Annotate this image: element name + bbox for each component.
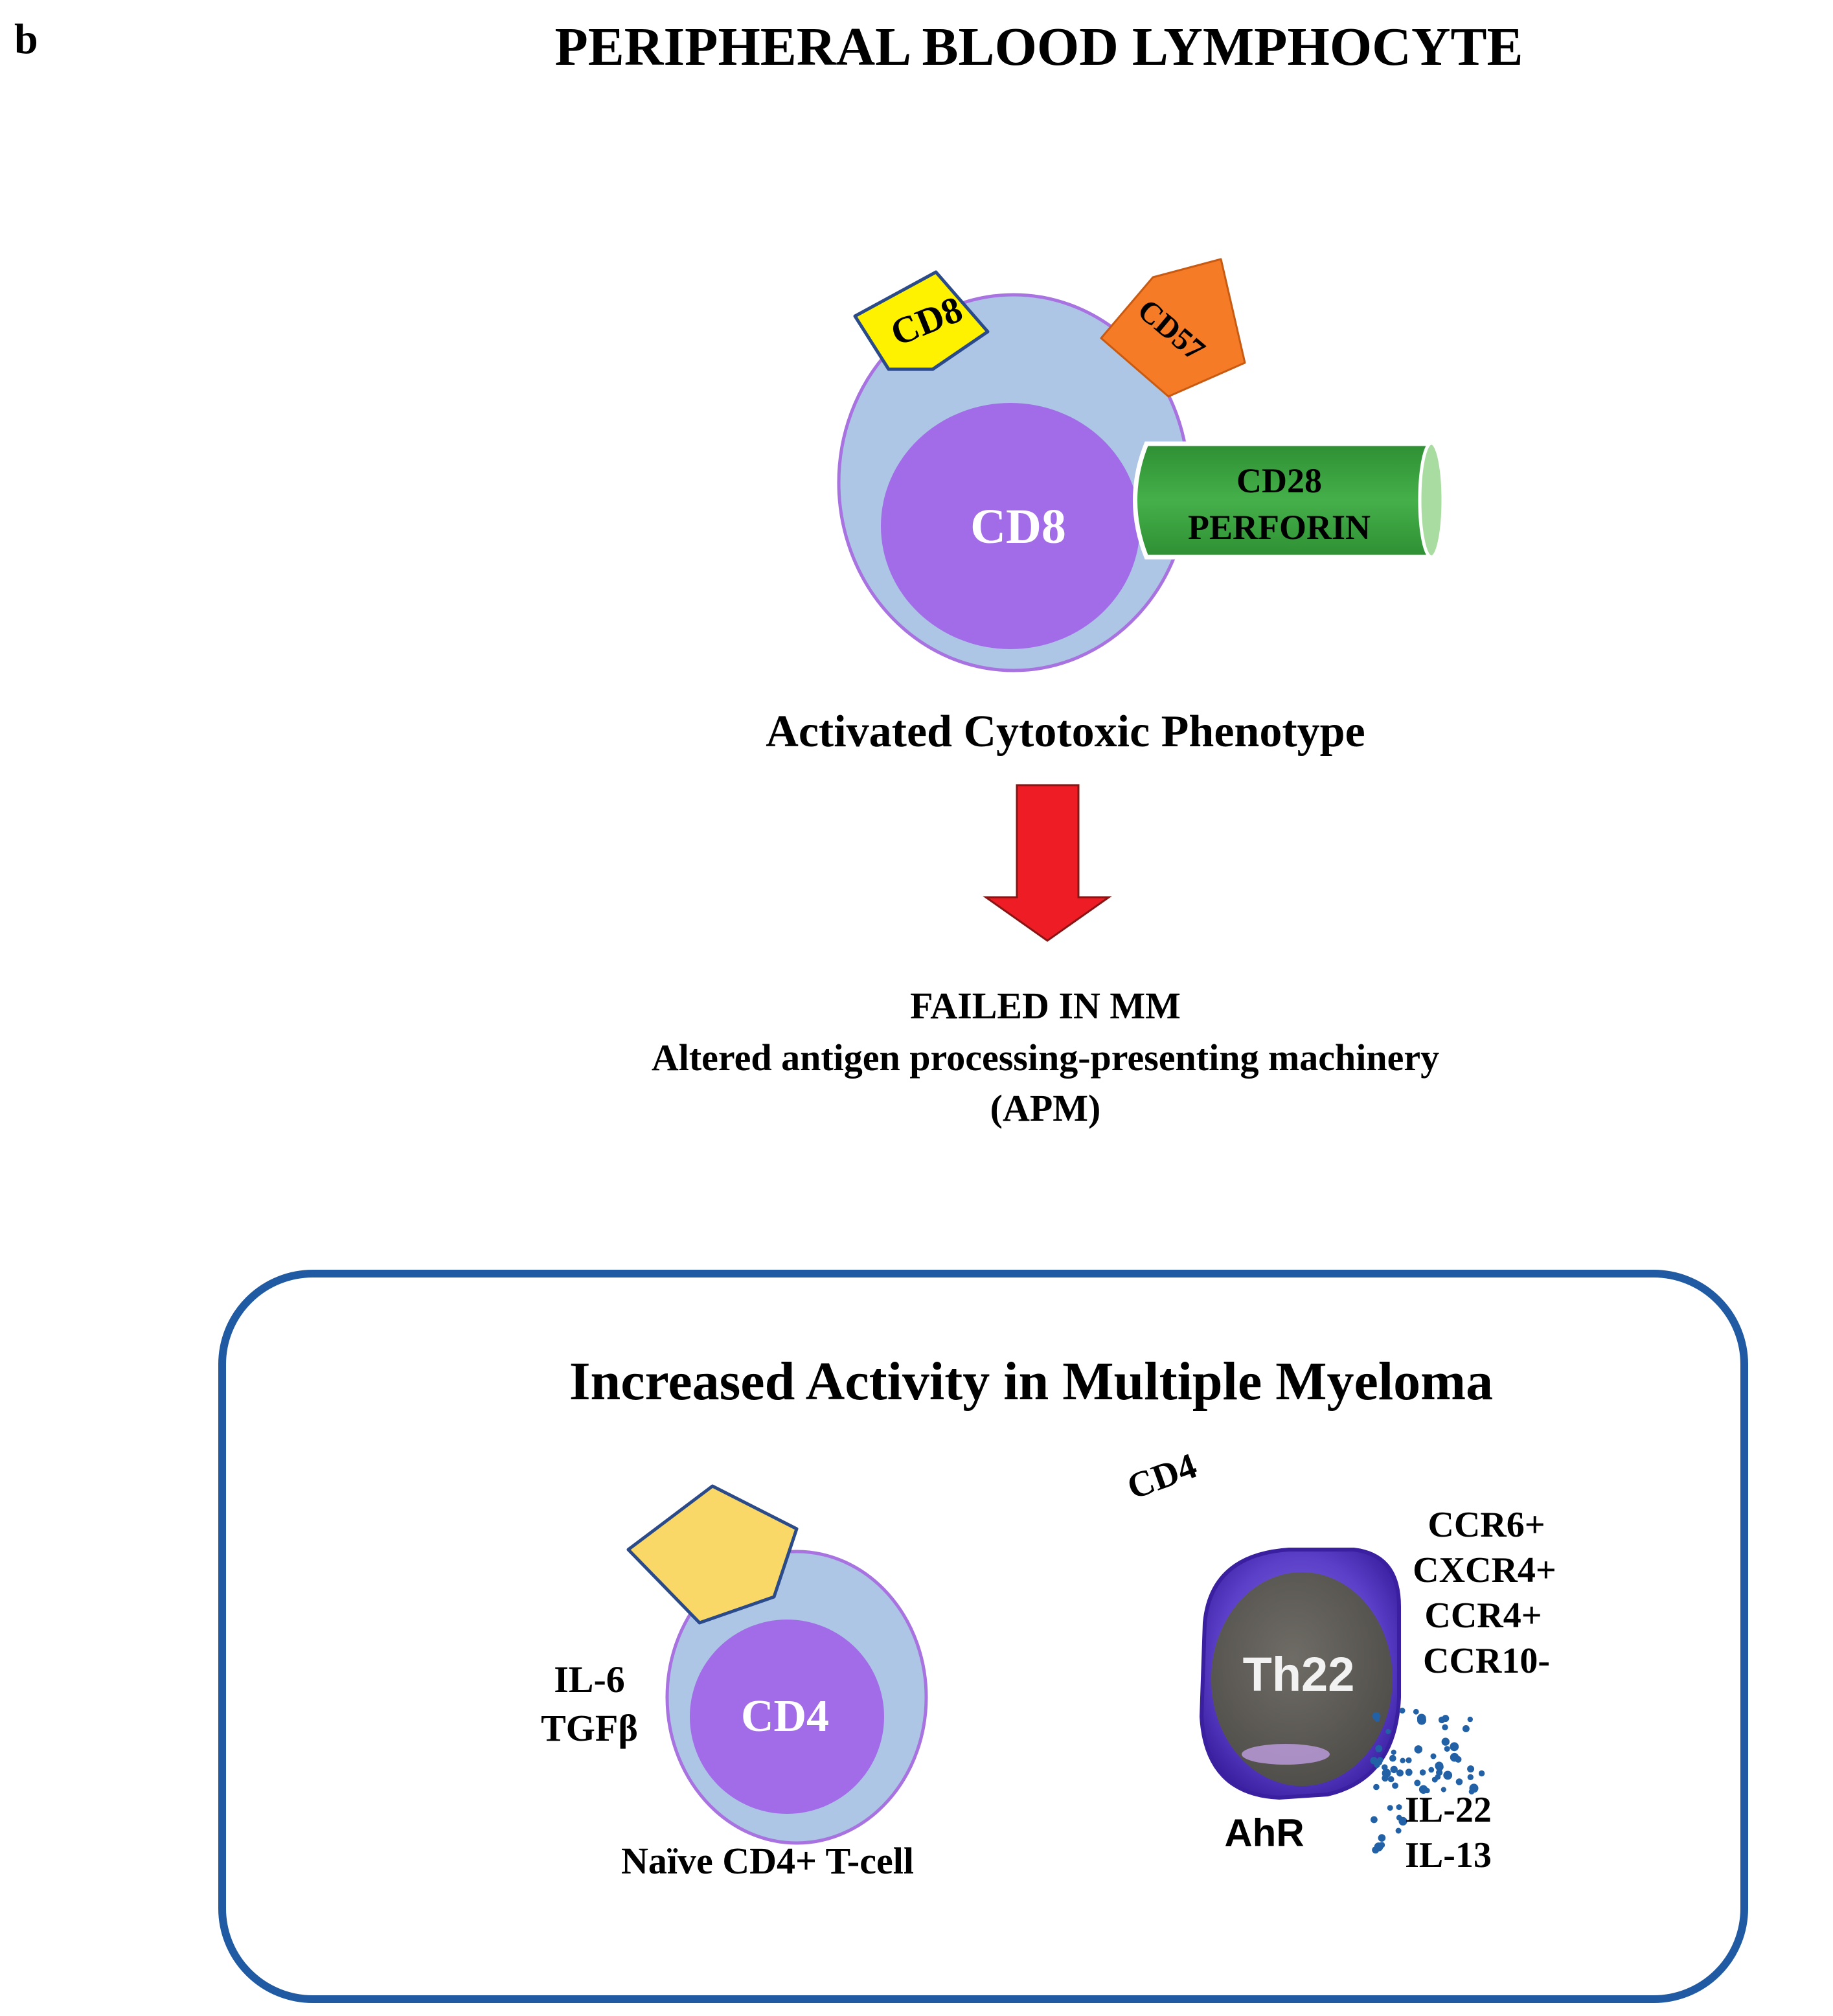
cd8-marker-pentagon	[853, 270, 990, 371]
cd8-nucleus-label: CD8	[970, 499, 1066, 554]
outcome-line3: (APM)	[990, 1087, 1101, 1129]
panel-label: b	[14, 16, 38, 63]
cytokine-dot	[1405, 1769, 1413, 1776]
th22-cell: Th22 AhR CCR6+ CXCR4+ CCR4+ CCR10- IL-22…	[1199, 1505, 1556, 1875]
cytokine-dot	[1387, 1805, 1393, 1811]
cytokine-dot	[1398, 1816, 1407, 1826]
marker-ccr10: CCR10-	[1423, 1641, 1550, 1681]
perforin-label: PERFORIN	[1188, 508, 1371, 547]
outcome-line1: FAILED IN MM	[910, 985, 1181, 1027]
cytokine-dot	[1395, 1827, 1402, 1834]
cytokine-dot	[1392, 1782, 1398, 1789]
th22-cytoplasm-streak	[1242, 1744, 1330, 1765]
cytokine-dot	[1374, 1761, 1380, 1769]
cytokine-dot	[1467, 1774, 1474, 1780]
cd4-nucleus-label: CD4	[741, 1691, 829, 1741]
cytokine-dot	[1428, 1767, 1435, 1773]
cytokine-dot	[1375, 1745, 1383, 1752]
cytokine-dot	[1396, 1769, 1404, 1777]
cytokine-dot	[1419, 1769, 1426, 1776]
cytokine-dot	[1400, 1758, 1406, 1763]
marker-ccr6: CCR6+	[1428, 1505, 1545, 1545]
cytokine-dot	[1467, 1716, 1473, 1723]
secreted-cytokine-dots	[1370, 1708, 1485, 1854]
cytokine-dot	[1418, 1785, 1428, 1794]
cytokine-dot	[1406, 1757, 1412, 1763]
cytokine-dot	[1435, 1761, 1444, 1770]
cytokine-dot	[1438, 1716, 1446, 1724]
cytokine-dot	[1478, 1770, 1485, 1777]
cytokine-dot	[1467, 1765, 1475, 1773]
cd8-cell: CD8 CD8 CD57 CD28 PERFORIN	[837, 258, 1445, 672]
cytokine-dot	[1413, 1708, 1419, 1715]
cd4-marker-pentagon	[626, 1484, 799, 1625]
cytokine-il22: IL-22	[1405, 1790, 1492, 1830]
cd57-marker-pentagon	[1100, 258, 1246, 398]
cytokine-dot	[1440, 1787, 1446, 1793]
cd4-caption: Naïve CD4+ T-cell	[621, 1840, 914, 1882]
cytokine-il6: IL-6	[554, 1658, 625, 1701]
cytokine-dot	[1443, 1770, 1453, 1780]
cytokine-dot	[1455, 1778, 1463, 1785]
cytokine-dot	[1378, 1834, 1386, 1842]
down-arrow-icon	[983, 784, 1112, 942]
cytokine-dot	[1444, 1746, 1450, 1752]
cytokine-dot	[1372, 1712, 1380, 1721]
cd8-cell-nucleus	[881, 403, 1140, 649]
cytokine-dot	[1430, 1753, 1437, 1759]
box-title: Increased Activity in Multiple Myeloma	[569, 1351, 1493, 1412]
cytokine-dot	[1372, 1846, 1380, 1854]
cytokine-dot	[1378, 1842, 1385, 1848]
cytokine-dot	[1450, 1752, 1459, 1762]
cytokine-dot	[1462, 1725, 1470, 1732]
cytokine-dot	[1442, 1724, 1448, 1730]
figure-title: PERIPHERAL BLOOD LYMPHOCYTE	[554, 17, 1523, 77]
cytokine-dot	[1436, 1769, 1443, 1776]
cytokine-dot	[1371, 1816, 1378, 1824]
cytokine-il13: IL-13	[1405, 1835, 1492, 1875]
cytokine-dot	[1382, 1764, 1388, 1770]
cytokine-dot	[1389, 1754, 1396, 1762]
cytokine-dot	[1414, 1745, 1423, 1754]
cytokine-dot	[1382, 1774, 1389, 1782]
cytokine-dot	[1373, 1783, 1380, 1791]
marker-ccr4: CCR4+	[1424, 1596, 1542, 1636]
cytokine-dot	[1390, 1765, 1398, 1774]
cytokine-dot	[1417, 1713, 1426, 1723]
cytokine-dot	[1391, 1749, 1396, 1755]
cytokine-dot	[1396, 1804, 1402, 1811]
cytokine-dot	[1414, 1780, 1421, 1787]
cytokine-dot	[1399, 1708, 1406, 1714]
cytokine-dot	[1468, 1789, 1475, 1794]
cytokine-dot	[1441, 1737, 1450, 1746]
cytokine-tgfb: TGFβ	[541, 1707, 638, 1749]
cd4-cell: CD4 CD4 IL-6 TGFβ Naïve CD4+ T-cell	[541, 1446, 1202, 1882]
outcome-line2: Altered antigen processing-presenting ma…	[652, 1037, 1439, 1079]
cd4-cell-nucleus	[690, 1620, 884, 1814]
ahr-label: AhR	[1224, 1811, 1304, 1855]
cd4-marker-label: CD4	[1122, 1446, 1202, 1508]
cytokine-dot	[1387, 1776, 1395, 1783]
mm-activity-box	[218, 1270, 1748, 2003]
th22-nucleus-label: Th22	[1243, 1647, 1355, 1701]
marker-cxcr4: CXCR4+	[1413, 1550, 1556, 1590]
th22-cell-nucleus	[1211, 1572, 1393, 1786]
cytokine-dot	[1450, 1742, 1459, 1752]
cd8-caption: Activated Cytotoxic Phenotype	[766, 707, 1365, 757]
cd28-label: CD28	[1236, 461, 1322, 500]
cd28-perforin-receptor: CD28 PERFORIN	[1133, 441, 1445, 560]
cytokine-dot	[1385, 1728, 1391, 1734]
